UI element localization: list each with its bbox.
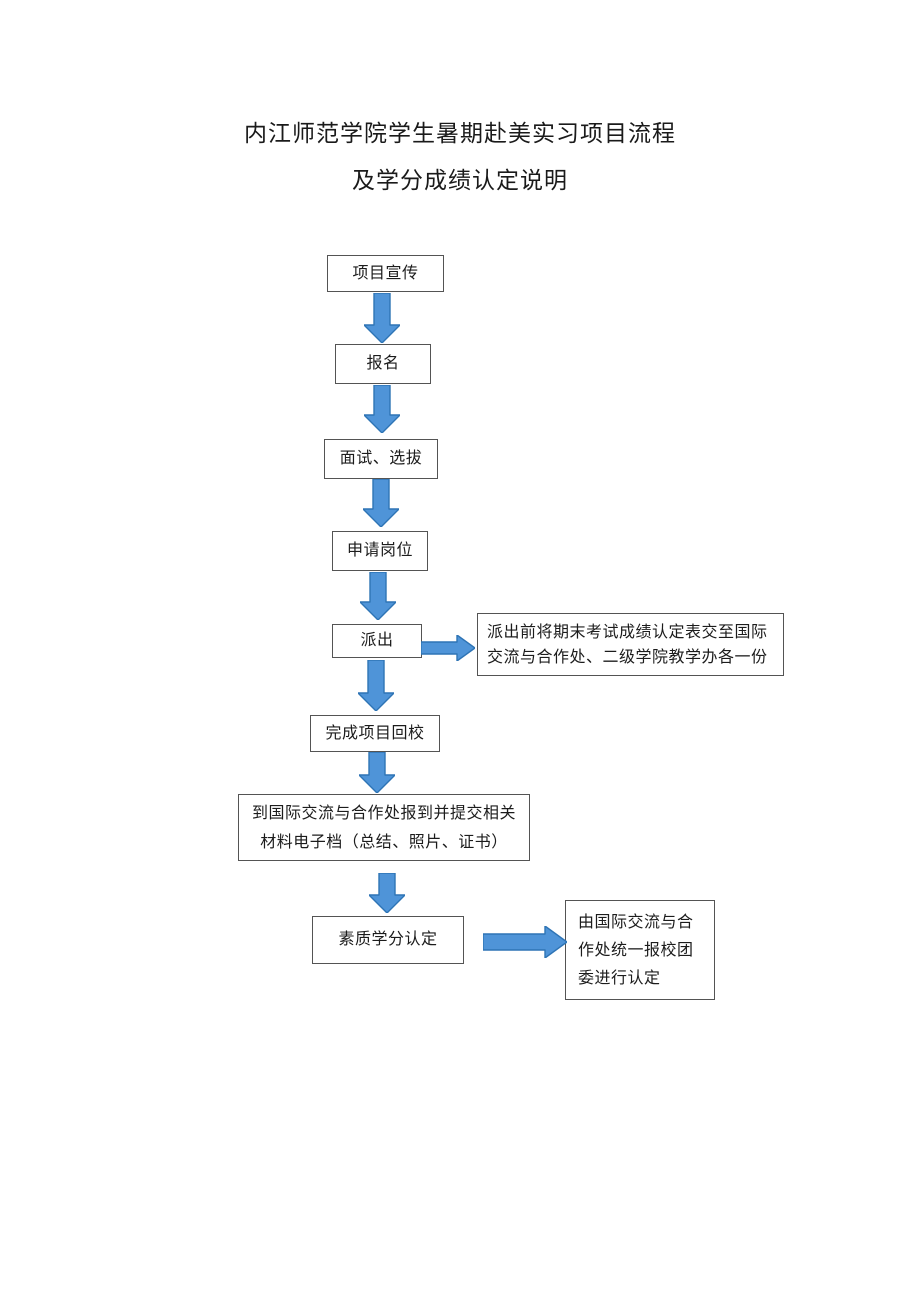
side-note-dispatch-requirement: 派出前将期末考试成绩认定表交至国际交流与合作处、二级学院教学办各一份 [477,613,784,676]
document-title-line1: 内江师范学院学生暑期赴美实习项目流程 [244,121,676,146]
flow-node-dispatch: 派出 [332,624,422,658]
flow-node-report-and-submit-materials: 到国际交流与合作处报到并提交相关材料电子档（总结、照片、证书） [238,794,530,861]
side-note-recognition-procedure: 由国际交流与合作处统一报校团委进行认定 [565,900,715,1000]
arrow-down-icon [358,660,394,711]
flow-node-apply-position: 申请岗位 [332,531,428,571]
arrow-down-icon [360,572,396,620]
flow-node-registration: 报名 [335,344,431,384]
document-title-line2: 及学分成绩认定说明 [352,168,568,193]
flow-node-quality-credit-recognition: 素质学分认定 [312,916,464,964]
arrow-right-icon [483,926,567,958]
arrow-down-icon [364,385,400,433]
arrow-right-icon [421,635,475,661]
arrow-down-icon [369,873,405,913]
flow-node-interview-selection: 面试、选拔 [324,439,438,479]
flow-node-project-promotion: 项目宣传 [327,255,444,292]
flow-node-return-to-school: 完成项目回校 [310,715,440,752]
arrow-down-icon [363,479,399,527]
arrow-down-icon [364,293,400,343]
arrow-down-icon [359,752,395,793]
